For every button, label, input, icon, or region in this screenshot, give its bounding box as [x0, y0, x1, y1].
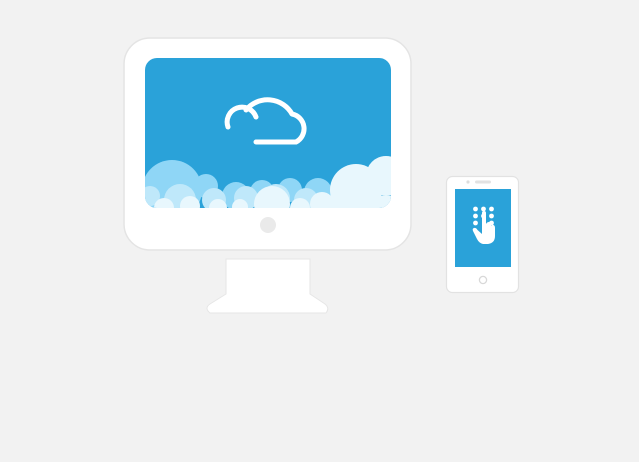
monitor-screen: [145, 58, 391, 208]
desktop-monitor: [123, 37, 412, 314]
smartphone: [445, 175, 520, 294]
monitor-stand-base: [206, 258, 329, 314]
cloud-icon: [224, 97, 307, 145]
touch-keypad-icon: [472, 206, 495, 244]
cloud-bank-front: [154, 156, 391, 208]
phone-speaker: [475, 180, 491, 184]
monitor-home-button: [260, 217, 276, 233]
phone-camera: [466, 180, 470, 184]
phone-home-button: [478, 275, 488, 285]
